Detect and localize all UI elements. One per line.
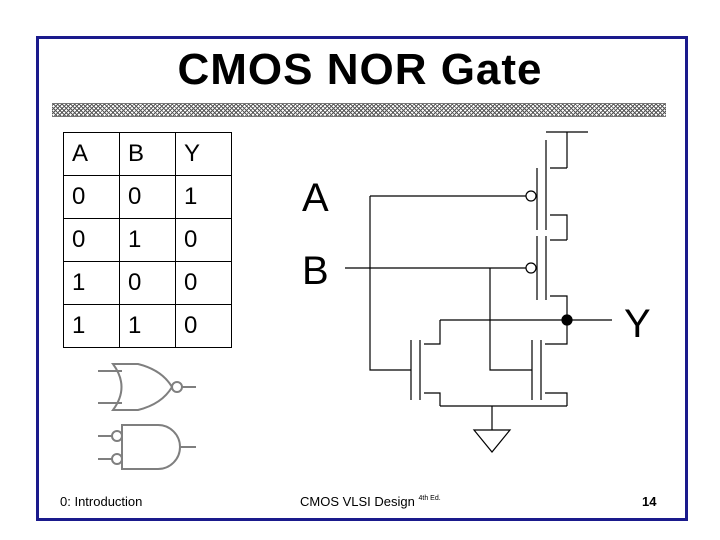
- ground-symbol: [472, 429, 512, 453]
- input-b-label: B: [302, 249, 329, 293]
- truth-table-header-row: A B Y: [63, 132, 232, 176]
- cell-b: 0: [119, 175, 176, 219]
- truth-table-row: 1 1 0: [63, 304, 232, 348]
- cell-a: 0: [63, 218, 120, 262]
- footer-course: CMOS VLSI Design 4th Ed.: [300, 494, 441, 509]
- cell-y: 1: [175, 175, 232, 219]
- header-cell-a: A: [63, 132, 120, 176]
- output-y-label: Y: [624, 302, 651, 346]
- cell-b: 1: [119, 218, 176, 262]
- truth-table: A B Y 0 0 1 0 1 0 1 0 0 1 1 0: [63, 132, 232, 348]
- cell-a: 1: [63, 304, 120, 348]
- page-number: 14: [642, 494, 657, 509]
- pmos-b-bubble: [525, 262, 537, 274]
- footer-edition: 4th Ed.: [418, 495, 441, 502]
- header-cell-y: Y: [175, 132, 232, 176]
- cell-y: 0: [175, 261, 232, 305]
- cell-a: 1: [63, 261, 120, 305]
- title-divider: [52, 103, 666, 117]
- cell-b: 0: [119, 261, 176, 305]
- slide-title: CMOS NOR Gate: [177, 45, 543, 94]
- footer-chapter: 0: Introduction: [60, 494, 143, 509]
- pmos-a-bubble: [525, 190, 537, 202]
- truth-table-row: 0 0 1: [63, 175, 232, 219]
- nmos-b-gate-wire: [489, 268, 532, 371]
- nmos-a-gate-wire: [369, 196, 411, 371]
- cell-y: 0: [175, 304, 232, 348]
- input-a-label: A: [302, 176, 329, 220]
- nor-gate-symbol: [98, 363, 196, 411]
- footer-course-title: CMOS VLSI Design: [300, 494, 415, 509]
- and-gate-inverted-inputs-symbol: [98, 424, 196, 470]
- nor-schematic: [345, 131, 612, 453]
- cell-b: 1: [119, 304, 176, 348]
- truth-table-row: 1 0 0: [63, 261, 232, 305]
